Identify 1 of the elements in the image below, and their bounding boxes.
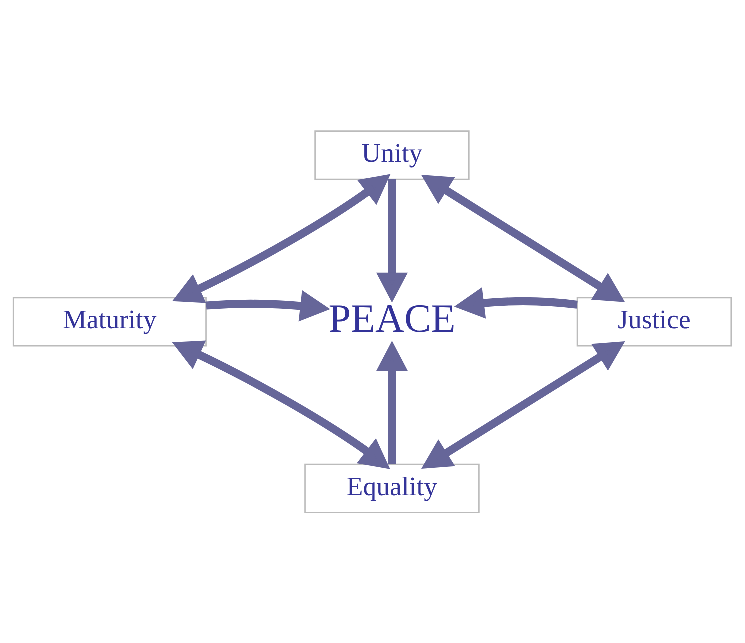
node-text: PEACE (328, 296, 456, 341)
